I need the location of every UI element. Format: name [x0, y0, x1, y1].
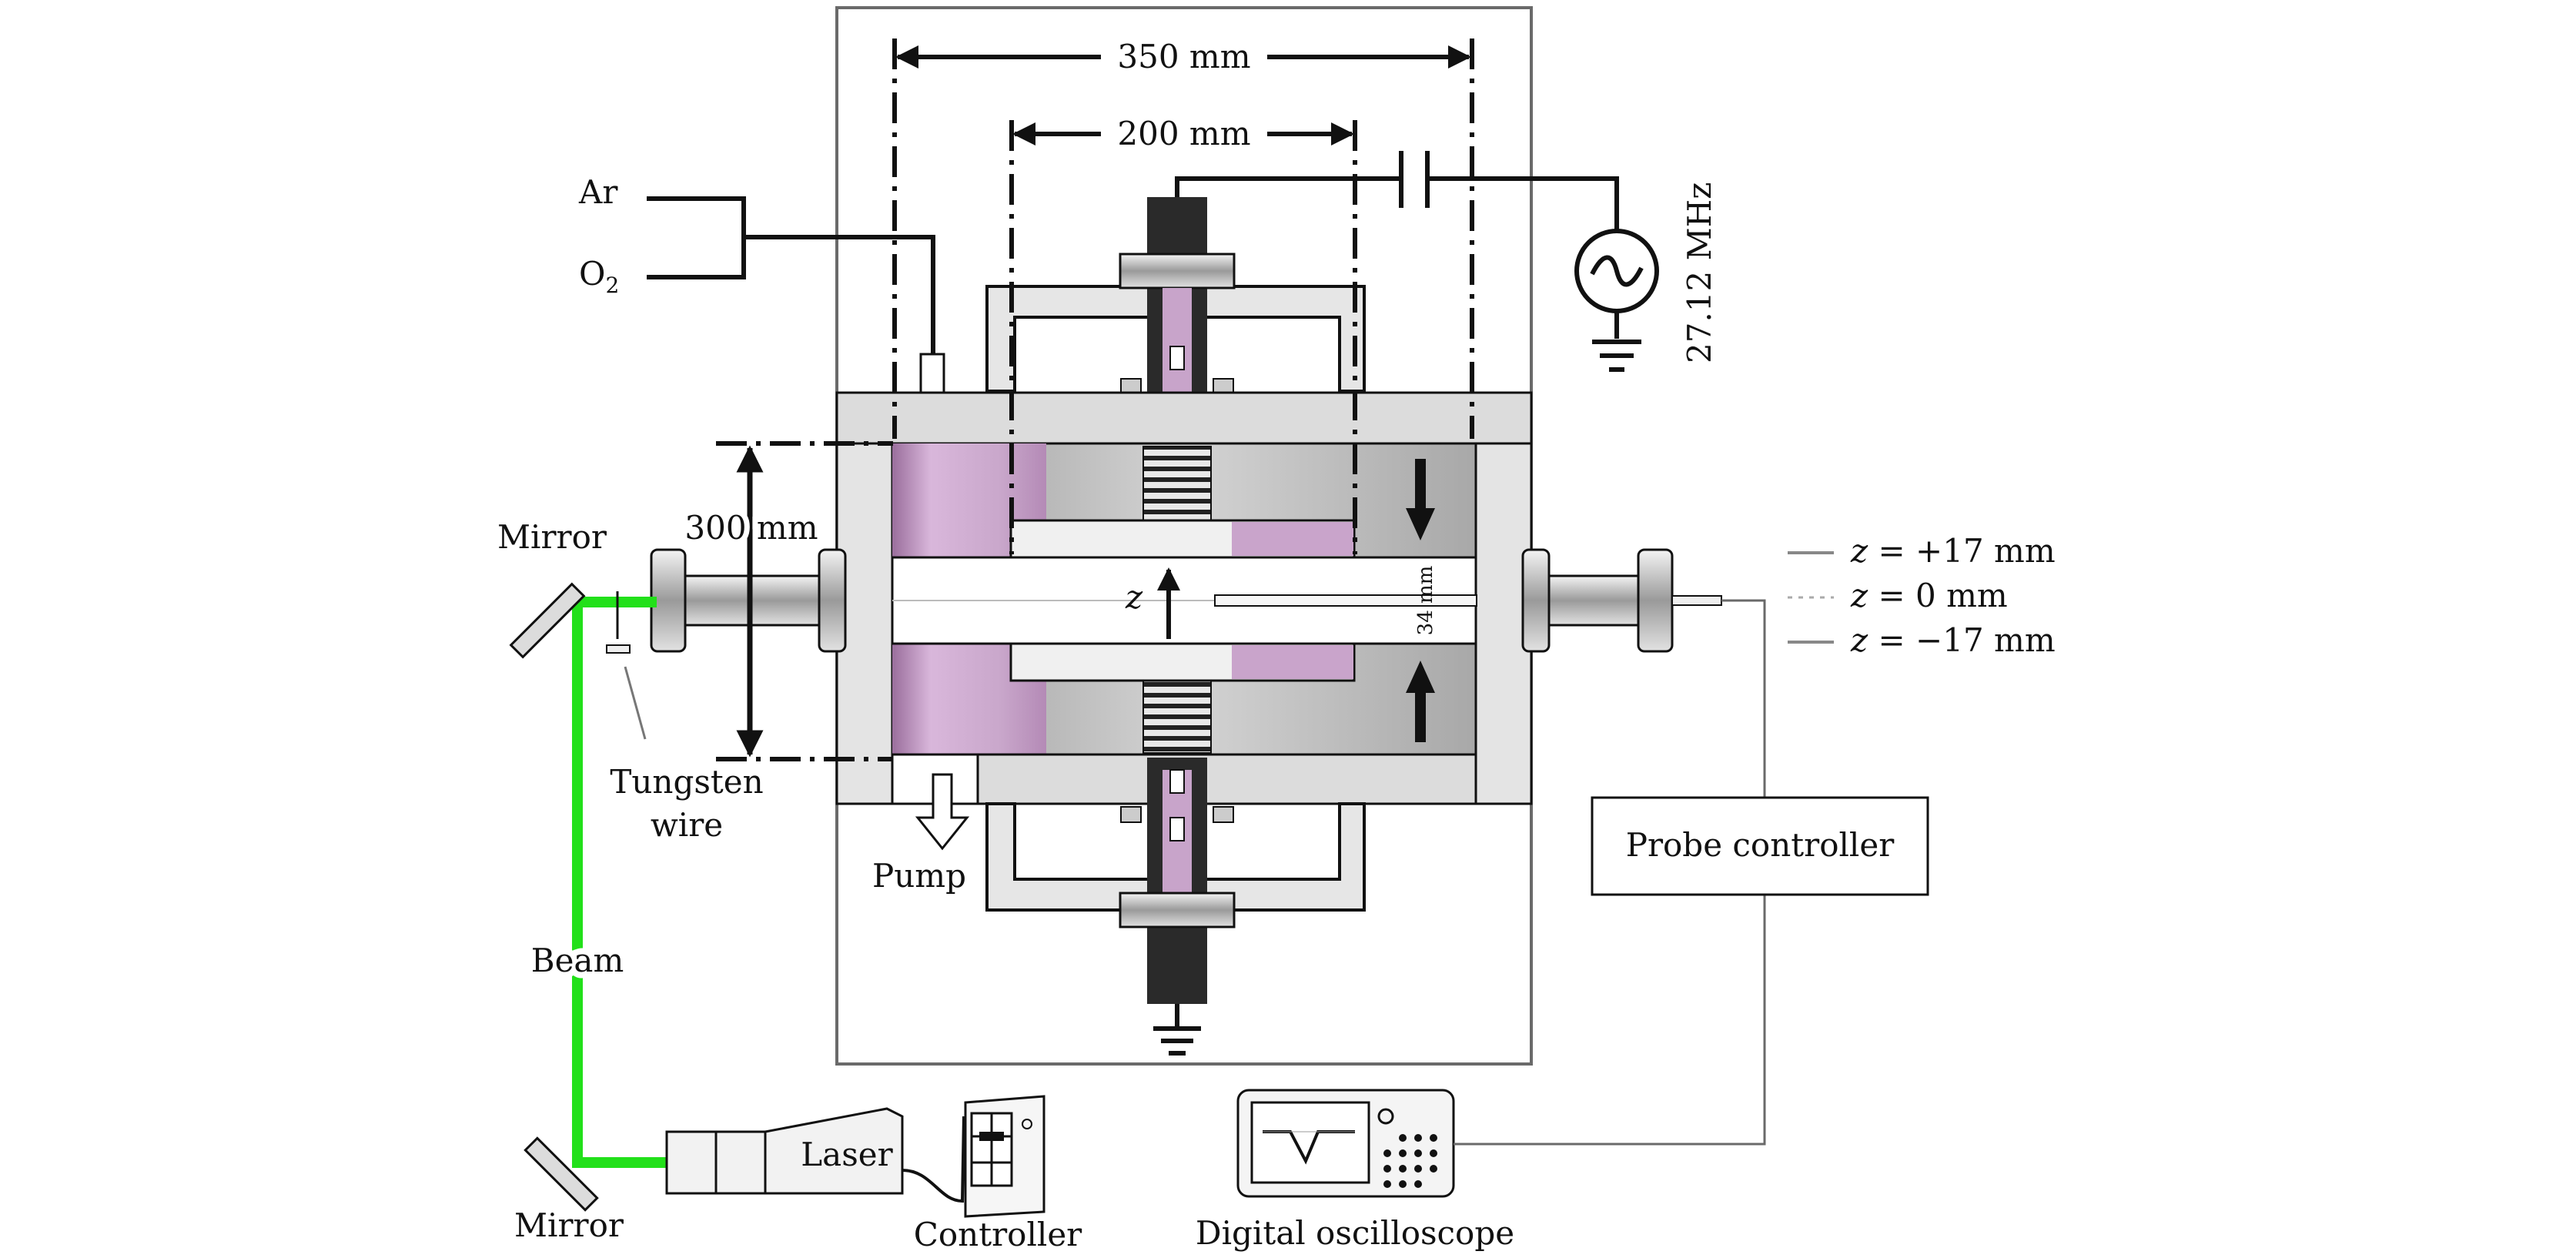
mirror-top [509, 582, 586, 659]
dimension-200-label: 200 mm [1117, 115, 1250, 152]
mirror-bottom-label: Mirror [514, 1206, 624, 1244]
laser-unit: Laser [665, 1107, 904, 1195]
top-plate [835, 391, 1533, 445]
probe-controller-box [1591, 796, 1929, 896]
laser-label: Laser [801, 1136, 893, 1173]
dimension-300: 300 mm [679, 445, 824, 758]
legend-label-plus17: z = +17 mm [1850, 532, 2056, 570]
tungsten-label-line2: wire [651, 806, 723, 844]
right-port [1521, 548, 1722, 653]
ground-icon-bottom [1153, 1004, 1201, 1056]
bottom-bellows [1142, 678, 1212, 754]
lower-electrode-purple [1232, 645, 1353, 679]
height-guides [716, 441, 893, 761]
rf-circuit [1175, 151, 1619, 339]
probe-wiring [1454, 599, 1766, 1146]
gas-label-o2: O2 [579, 255, 619, 298]
dimension-350-label: 350 mm [1117, 38, 1250, 75]
langmuir-probe [1214, 594, 1477, 607]
gas-inlet [647, 196, 935, 354]
rf-frequency-label: 27.12 MHz [1681, 182, 1718, 363]
oscilloscope-label: Digital oscilloscope [1196, 1214, 1514, 1252]
top-bellows [1142, 446, 1212, 521]
gas-label-ar: Ar [578, 173, 618, 211]
dimension-300-label: 300 mm [684, 509, 818, 547]
gas-inlet-nozzle [919, 353, 945, 396]
tungsten-wire [606, 591, 647, 740]
oscilloscope-icon [1236, 1089, 1455, 1198]
dimension-200: 200 mm [1012, 115, 1354, 152]
bottom-plate [976, 753, 1477, 805]
gap-arrows [1406, 459, 1435, 742]
pump-arrow [915, 773, 970, 851]
dimension-guides [892, 38, 1474, 554]
ground-icon [1592, 340, 1641, 372]
laser-cable [902, 1116, 965, 1203]
tungsten-label-line1: Tungsten [610, 763, 763, 801]
probe-position-legend: z = +17 mm z = 0 mm z = −17 mm [1788, 532, 2056, 659]
legend-label-zero: z = 0 mm [1850, 577, 2008, 614]
dimension-350: 350 mm [895, 38, 1471, 75]
z-axis-label: z [1125, 578, 1143, 616]
laser-beam [572, 597, 672, 1168]
bottom-electrode-assembly [985, 758, 1366, 1004]
pump-label: Pump [872, 857, 966, 895]
laser-controller [964, 1095, 1045, 1218]
beam-label: Beam [531, 942, 624, 979]
mirror-bottom [524, 1136, 599, 1212]
upper-electrode-purple [1232, 522, 1353, 556]
gap-34-label: 34 mm [1414, 566, 1437, 636]
legend-label-minus17: z = −17 mm [1850, 621, 2056, 659]
controller-label: Controller [914, 1216, 1082, 1253]
probe-controller-label: Probe controller [1626, 826, 1895, 864]
ac-source-icon [1574, 229, 1659, 313]
mirror-top-label: Mirror [497, 518, 607, 556]
